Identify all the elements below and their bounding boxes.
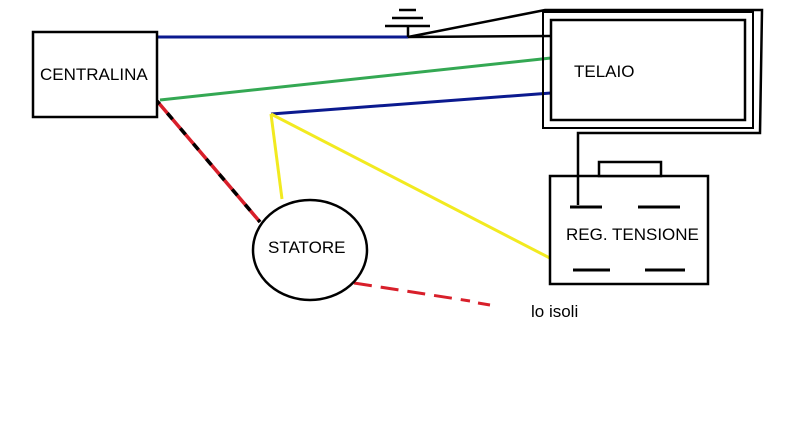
regulator-box bbox=[548, 174, 710, 286]
red-wire-isolated-end bbox=[477, 301, 491, 307]
centralina-box bbox=[31, 30, 159, 119]
statore-circle bbox=[251, 198, 369, 302]
telaio-box bbox=[549, 18, 747, 122]
regulator-label: REG. TENSIONE bbox=[566, 225, 699, 244]
telaio-label: TELAIO bbox=[574, 62, 635, 81]
centralina-label: CENTRALINA bbox=[40, 65, 148, 84]
regulator-connector bbox=[597, 160, 663, 178]
green-wire bbox=[159, 56, 552, 102]
blue-wire-statore bbox=[270, 91, 552, 116]
yellow-wire-regulator bbox=[270, 112, 574, 272]
black-stripe-wire bbox=[155, 99, 262, 224]
yellow-wire-statore bbox=[269, 113, 284, 200]
isolated-wire-note: lo isoli bbox=[531, 302, 579, 321]
red-wire-isolated bbox=[353, 281, 471, 303]
telaio-outline bbox=[542, 11, 754, 129]
black-wire-ground-telaio bbox=[407, 34, 552, 39]
statore-label: STATORE bbox=[268, 238, 346, 257]
black-wire-regulator bbox=[407, 8, 764, 205]
